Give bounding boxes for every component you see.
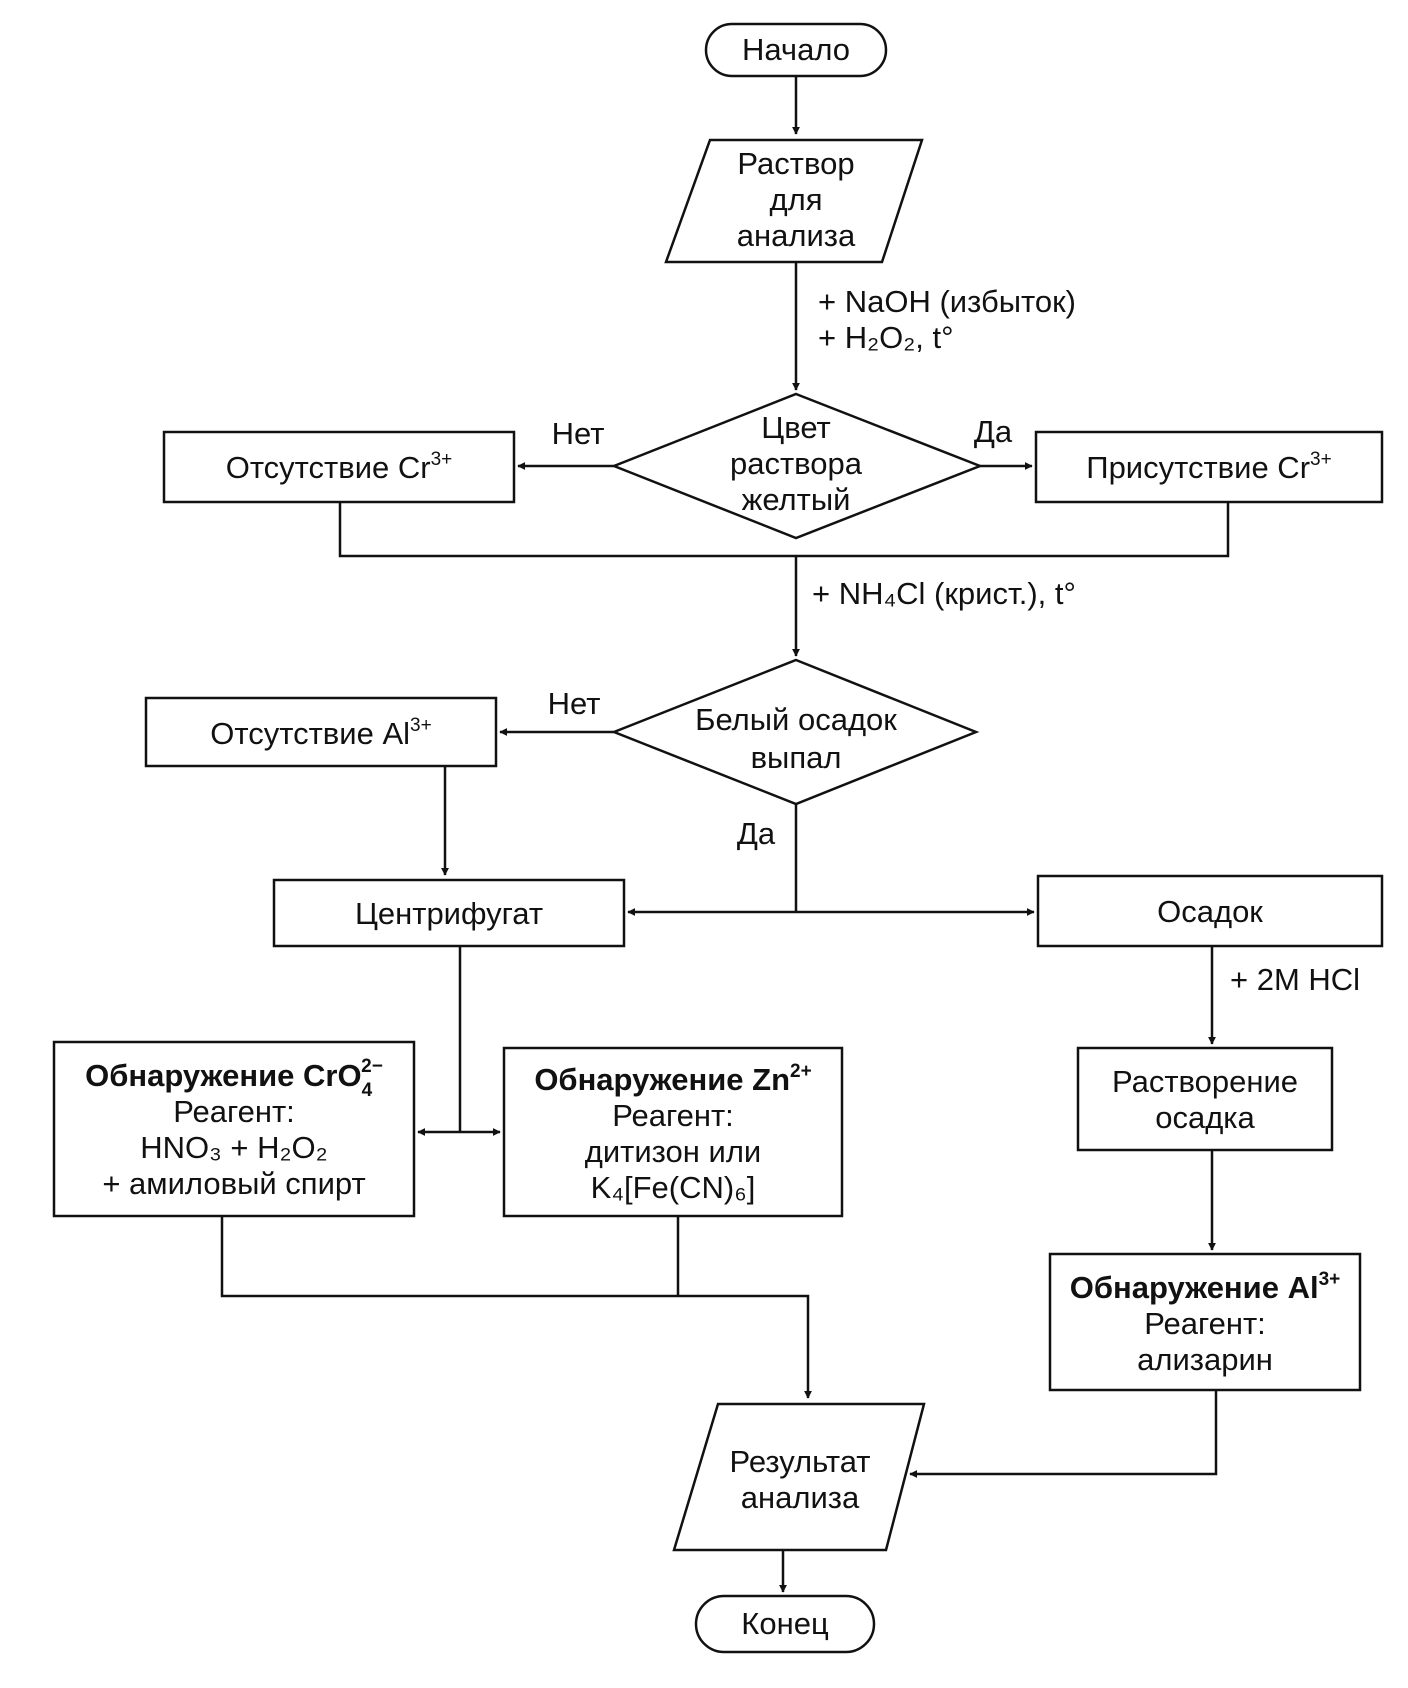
- label-no-2: Нет: [548, 686, 601, 721]
- reagent-label-h2o2: + H₂O₂, t°: [818, 320, 954, 355]
- edge-merge-cr: [338, 502, 1230, 558]
- svg-text:Начало: Начало: [742, 32, 850, 67]
- decision-yellow-color: Цвет раствора желтый: [610, 392, 984, 540]
- svg-text:Результат: Результат: [730, 1444, 871, 1479]
- svg-text:Реагент:: Реагент:: [1144, 1306, 1266, 1341]
- svg-text:Реагент:: Реагент:: [173, 1094, 295, 1129]
- edge-detections-to-result: [220, 1216, 812, 1399]
- input-solution: Раствор для анализа: [664, 138, 924, 264]
- svg-text:раствора: раствора: [730, 446, 863, 481]
- label-yes-2: Да: [737, 816, 776, 851]
- svg-text:Обнаружение Zn2+: Обнаружение Zn2+: [534, 1061, 811, 1097]
- edge-detect-al-to-result: [909, 1390, 1218, 1478]
- svg-text:выпал: выпал: [751, 740, 842, 775]
- start-terminal: Начало: [704, 22, 888, 78]
- svg-text:HNO₃ + H₂O₂: HNO₃ + H₂O₂: [140, 1130, 327, 1165]
- svg-text:Белый осадок: Белый осадок: [695, 702, 897, 737]
- present-cr-box: Присутствие Cr3+: [1034, 430, 1384, 504]
- reagent-label-naoh: + NaOH (избыток): [818, 284, 1076, 319]
- svg-text:Реагент:: Реагент:: [612, 1098, 734, 1133]
- reagent-label-nh4cl: + NH₄Cl (крист.), t°: [812, 576, 1076, 611]
- centrifugate-box: Центрифугат: [272, 878, 626, 948]
- svg-text:Осадок: Осадок: [1157, 894, 1263, 929]
- precipitate-box: Осадок: [1036, 874, 1384, 948]
- result-parallelogram: Результат анализа: [672, 1402, 926, 1552]
- svg-text:осадка: осадка: [1155, 1100, 1255, 1135]
- edge-labels: + NaOH (избыток) + H₂O₂, t° Нет Да + NH₄…: [548, 284, 1360, 997]
- svg-text:анализа: анализа: [737, 218, 856, 253]
- decision-white-precipitate: Белый осадок выпал: [610, 658, 980, 806]
- label-yes-1: Да: [974, 414, 1013, 449]
- end-terminal: Конец: [694, 1594, 876, 1654]
- svg-text:+ амиловый спирт: + амиловый спирт: [102, 1166, 365, 1201]
- svg-text:Центрифугат: Центрифугат: [355, 896, 543, 931]
- absent-cr-box: Отсутствие Cr3+: [162, 430, 516, 504]
- label-no-1: Нет: [552, 416, 605, 451]
- svg-text:дитизон или: дитизон или: [585, 1134, 761, 1169]
- svg-text:для: для: [770, 182, 823, 217]
- dissolve-box: Растворение осадка: [1076, 1046, 1334, 1152]
- svg-text:Конец: Конец: [741, 1606, 829, 1641]
- svg-text:Присутствие Cr3+: Присутствие Cr3+: [1086, 449, 1331, 485]
- detect-zn-box: Обнаружение Zn2+ Реагент: дитизон или K₄…: [502, 1046, 844, 1218]
- svg-text:ализарин: ализарин: [1137, 1342, 1273, 1377]
- svg-text:желтый: желтый: [742, 482, 851, 517]
- svg-text:Обнаружение CrO42−: Обнаружение CrO42−: [85, 1056, 383, 1101]
- svg-text:Отсутствие Al3+: Отсутствие Al3+: [210, 715, 431, 751]
- svg-text:Отсутствие Cr3+: Отсутствие Cr3+: [226, 449, 453, 485]
- svg-text:Обнаружение Al3+: Обнаружение Al3+: [1070, 1269, 1341, 1305]
- svg-text:анализа: анализа: [741, 1480, 860, 1515]
- svg-text:Раствор: Раствор: [737, 146, 854, 181]
- svg-text:Цвет: Цвет: [761, 410, 830, 445]
- svg-text:K₄[Fe(CN)₆]: K₄[Fe(CN)₆]: [591, 1170, 756, 1205]
- detect-al-box: Обнаружение Al3+ Реагент: ализарин: [1048, 1252, 1362, 1392]
- absent-al-box: Отсутствие Al3+: [144, 696, 498, 768]
- detect-cro4-box: Обнаружение CrO42− Реагент: HNO₃ + H₂O₂ …: [52, 1040, 416, 1218]
- connectors: [220, 76, 1230, 1593]
- svg-text:Растворение: Растворение: [1112, 1064, 1298, 1099]
- reagent-label-hcl: + 2M HCl: [1230, 962, 1360, 997]
